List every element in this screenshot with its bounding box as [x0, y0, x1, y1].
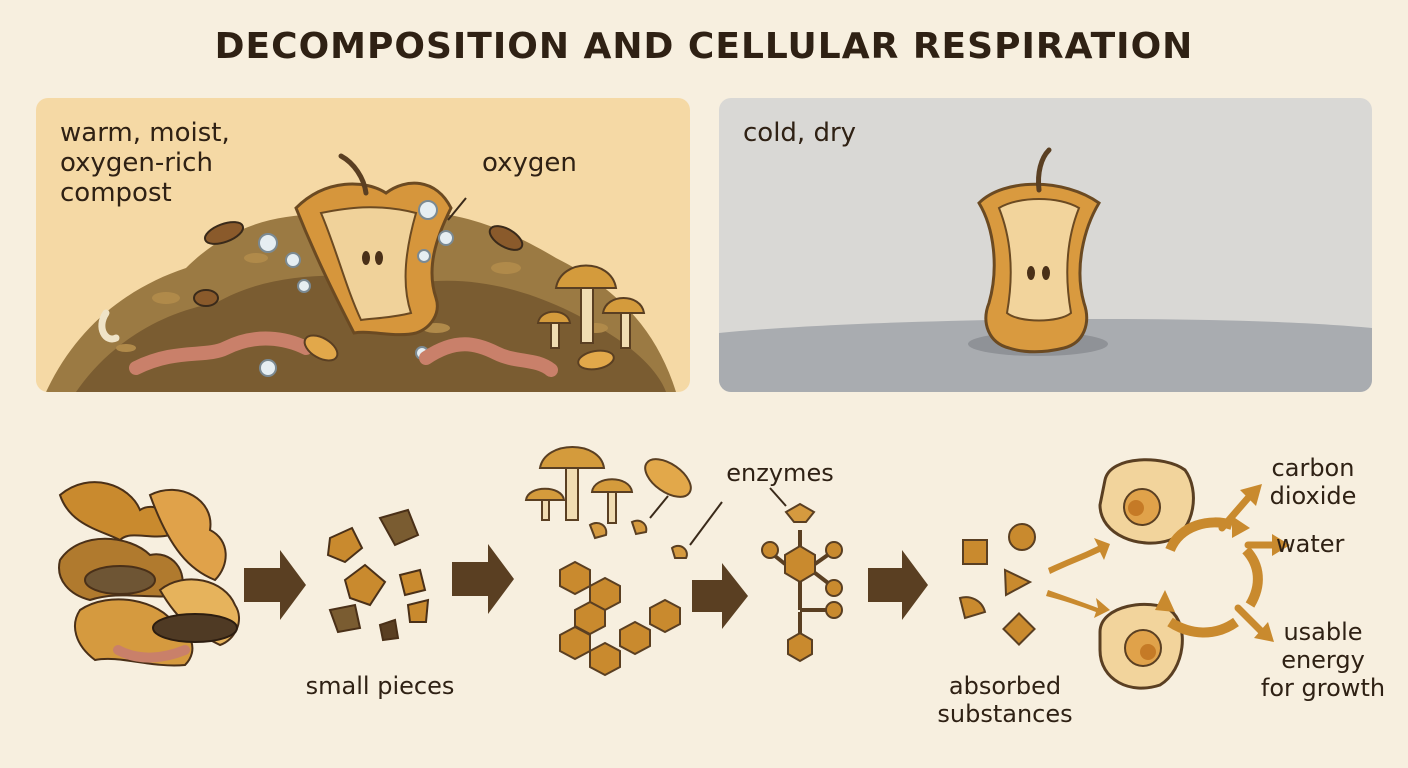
cold-illustration — [719, 147, 1372, 392]
compost-illustration — [46, 153, 676, 392]
flow-arrows — [244, 544, 928, 629]
absorption-arrows — [1046, 538, 1110, 618]
warm-compost-panel: warm, moist, oxygen-rich compost oxygen — [36, 98, 690, 392]
arrow-icon — [452, 544, 514, 614]
product-arrowheads — [1240, 484, 1290, 642]
oxygen-label: oxygen — [482, 148, 577, 178]
cycle-arrowheads — [1155, 516, 1250, 612]
cold-condition-label: cold, dry — [743, 118, 857, 148]
water-label: water — [1276, 530, 1345, 558]
cold-dry-panel: cold, dry — [719, 98, 1372, 392]
product-arrows — [1218, 494, 1280, 636]
page-title: DECOMPOSITION AND CELLULAR RESPIRATION — [214, 26, 1194, 67]
arrow-icon — [868, 550, 928, 620]
usable-energy-label: usable energy for growth — [1260, 618, 1386, 702]
bacteria-icon — [303, 334, 615, 371]
beetle-icon — [152, 613, 238, 643]
warm-condition-label: warm, moist, oxygen-rich compost — [60, 118, 230, 208]
polymer-molecule-icon — [559, 560, 681, 677]
bacteria-icon — [644, 458, 692, 498]
beetle-icon — [193, 221, 524, 307]
worm-icon — [129, 331, 558, 377]
enzyme-pointers — [649, 487, 787, 546]
oxygen-pointer — [447, 197, 467, 221]
small-pieces-icon — [326, 508, 430, 642]
soil-crumbs — [116, 253, 608, 352]
mushroom-icon — [524, 446, 634, 524]
arrow-icon — [244, 550, 306, 620]
worm-icon — [113, 645, 190, 663]
absorbed-substances-label: absorbed substances — [937, 672, 1073, 728]
process-flow — [58, 446, 1290, 690]
mushroom-icon — [536, 264, 646, 349]
arrow-icon — [692, 563, 748, 629]
small-pieces-label: small pieces — [305, 672, 455, 700]
enzymes-label: enzymes — [726, 459, 834, 487]
root-icon — [98, 309, 120, 343]
absorbed-substances-icon — [958, 523, 1036, 646]
simple-molecule-icon — [761, 502, 843, 663]
apple-core-decomposing — [294, 153, 453, 337]
enzyme-icon — [588, 519, 688, 559]
cell-icon — [1098, 458, 1195, 690]
carbon-dioxide-label: carbon dioxide — [1269, 454, 1357, 510]
apple-core-intact — [977, 147, 1101, 354]
